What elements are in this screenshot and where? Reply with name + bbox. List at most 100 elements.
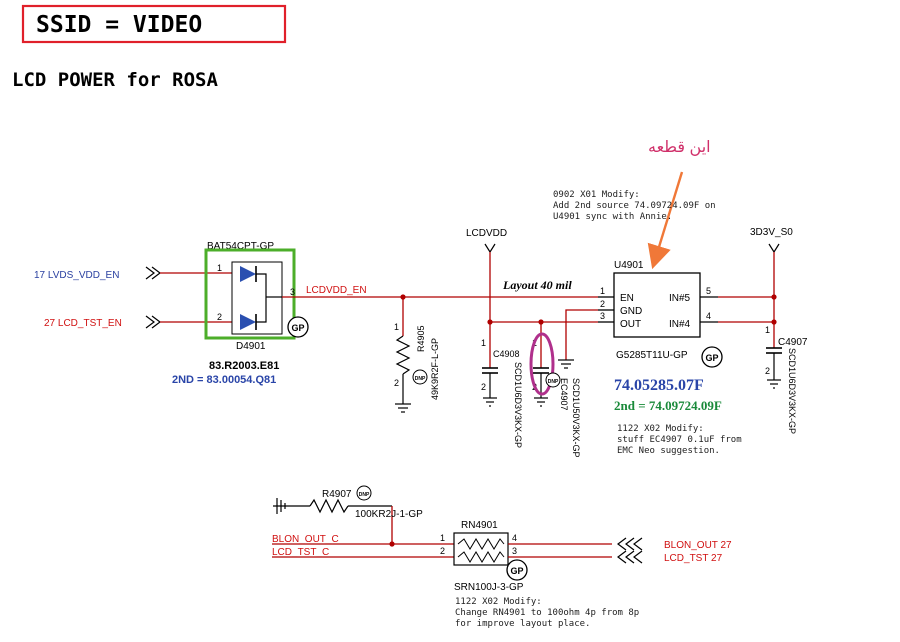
svg-text:GP: GP	[291, 323, 304, 333]
d4901-highlight	[204, 248, 296, 340]
capacitor-c4907: 1 2 C4907 SCD1U6D3V3KX-GP	[765, 322, 808, 434]
svg-text:IN#5: IN#5	[669, 293, 691, 304]
resistor-network-rn4901: RN4901 1 2 3 4 SRN100J-3-GP	[440, 520, 524, 593]
svg-text:2: 2	[481, 382, 486, 392]
lcdvdd-port-arrow	[484, 243, 496, 254]
svg-text:OUT: OUT	[620, 319, 641, 330]
net-3d3v-s0: 3D3V_S0	[750, 227, 793, 238]
d4901-second-source: 2ND = 83.00054.Q81	[172, 374, 276, 386]
net-blon-out-27: BLON_OUT 27	[664, 540, 732, 551]
svg-text:Change RN4901 to 100ohm 4p fro: Change RN4901 to 100ohm 4p from 8p	[455, 608, 639, 618]
layout-note: Layout 40 mil	[502, 278, 572, 292]
svg-text:3: 3	[512, 546, 517, 556]
gp-badge-d4901: GP	[287, 316, 309, 338]
resistor-r4905: 1 2 R4905 49K9R2F-L-GP	[394, 297, 440, 413]
svg-text:1: 1	[440, 533, 445, 543]
note1-line2: Add 2nd source 74.09724.09F on	[553, 201, 716, 211]
svg-text:1122 X02 Modify:: 1122 X02 Modify:	[455, 597, 542, 607]
d4901-pn: 83.R2003.E81	[209, 360, 279, 372]
modify-note-2: 1122 X02 Modify: stuff EC4907 0.1uF from…	[617, 424, 742, 456]
offpage-connector-2	[145, 315, 161, 329]
d4901-part: BAT54CPT-GP	[207, 241, 274, 252]
svg-text:5: 5	[706, 286, 711, 296]
svg-text:SRN100J-3-GP: SRN100J-3-GP	[454, 582, 524, 593]
dnp-badge-ec4907: DNP	[545, 372, 561, 388]
ic-u4901: U4901 1 2 3 EN GND OUT 5 4 IN#5 IN#4 G52…	[598, 260, 722, 413]
svg-text:DNP: DNP	[548, 379, 559, 385]
svg-text:SCD1U6D3V3KX-GP: SCD1U6D3V3KX-GP	[513, 362, 523, 448]
svg-text:SCD1U50V3KX-GP: SCD1U50V3KX-GP	[571, 378, 581, 458]
gp-badge-u4901: GP	[701, 346, 723, 368]
offpage-connector-3	[617, 537, 643, 551]
svg-text:2: 2	[765, 366, 770, 376]
d4901-ref: D4901	[236, 341, 266, 352]
svg-text:EN: EN	[620, 293, 634, 304]
svg-text:EC4907: EC4907	[559, 378, 569, 411]
net-lcd-tst-en: 27 LCD_TST_EN	[44, 318, 122, 329]
svg-text:SCD1U6D3V3KX-GP: SCD1U6D3V3KX-GP	[787, 348, 797, 434]
wire-u4901-gnd	[565, 309, 598, 360]
resistor-r4907: R4907 100KR2J-1-GP	[273, 489, 423, 544]
svg-text:3: 3	[600, 311, 605, 321]
svg-text:GP: GP	[510, 566, 523, 576]
svg-text:RN4901: RN4901	[461, 520, 498, 531]
modify-note-1: 0902 X01 Modify: Add 2nd source 74.09724…	[553, 190, 716, 222]
svg-text:GP: GP	[705, 353, 718, 363]
svg-text:1: 1	[765, 325, 770, 335]
svg-text:1: 1	[394, 322, 399, 332]
svg-text:C4907: C4907	[778, 337, 808, 348]
ec4907-highlight-ellipse	[529, 332, 555, 396]
svg-text:1: 1	[481, 338, 486, 348]
offpage-connector-1	[145, 266, 161, 280]
section-title: LCD POWER for ROSA	[12, 69, 218, 91]
diode-top-icon	[240, 266, 256, 282]
svg-text:IN#4: IN#4	[669, 319, 691, 330]
v3d3-port-arrow	[768, 243, 780, 254]
u4901-second-source: 2nd = 74.09724.09F	[614, 398, 722, 413]
u4901-ref: U4901	[614, 260, 644, 271]
gp-badge-rn4901: GP	[506, 559, 528, 581]
offpage-connector-4	[617, 550, 643, 564]
capacitor-ec4907: 1 2 EC4907 SCD1U50V3KX-GP	[532, 322, 581, 458]
net-lvds-vdd-en: 17 LVDS_VDD_EN	[34, 270, 119, 281]
svg-text:DNP: DNP	[359, 492, 370, 498]
svg-text:4: 4	[512, 533, 517, 543]
svg-text:2: 2	[600, 299, 605, 309]
svg-text:C4908: C4908	[493, 349, 520, 359]
svg-text:EMC Neo suggestion.: EMC Neo suggestion.	[617, 446, 720, 456]
u4901-part: G5285T11U-GP	[616, 350, 688, 361]
d4901-body	[231, 261, 283, 335]
d4901-pin3: 3	[290, 287, 295, 297]
svg-text:2: 2	[440, 546, 445, 556]
persian-annotation: این قطعه	[648, 139, 711, 157]
svg-text:R4905: R4905	[416, 325, 426, 352]
svg-text:for improve layout place.: for improve layout place.	[455, 619, 590, 629]
svg-text:4: 4	[706, 311, 711, 321]
diode-d4901: BAT54CPT-GP 1 2 3 D4901 83.R2003.E81 2ND…	[172, 241, 296, 386]
net-lcdvdd: LCDVDD	[466, 228, 507, 239]
ssid-label: SSID = VIDEO	[36, 12, 202, 38]
svg-text:2: 2	[394, 378, 399, 388]
diode-bottom-icon	[240, 314, 256, 330]
dnp-badge-r4907: DNP	[356, 485, 372, 501]
d4901-pin2: 2	[217, 312, 222, 322]
ssid-box	[21, 4, 287, 44]
d4901-pin1: 1	[217, 263, 222, 273]
note1-line3: U4901 sync with Annie.	[553, 212, 672, 222]
capacitor-c4908: 1 2 C4908 SCD1U6D3V3KX-GP	[481, 322, 523, 448]
svg-text:GND: GND	[620, 306, 642, 317]
annotation-arrow	[647, 171, 684, 270]
svg-text:stuff EC4907 0.1uF from: stuff EC4907 0.1uF from	[617, 435, 742, 445]
net-lcd-tst-27: LCD_TST 27	[664, 553, 723, 564]
svg-text:R4907: R4907	[322, 489, 352, 500]
dnp-badge-r4905: DNP	[412, 369, 428, 385]
note1-line1: 0902 X01 Modify:	[553, 190, 640, 200]
net-lcd-tst-c: LCD_TST_C	[272, 547, 329, 558]
net-blon-out-c: BLON_OUT_C	[272, 534, 339, 545]
svg-text:DNP: DNP	[415, 376, 426, 382]
u4901-pn: 74.05285.07F	[614, 377, 704, 394]
svg-text:1122 X02 Modify:: 1122 X02 Modify:	[617, 424, 704, 434]
svg-text:100KR2J-1-GP: 100KR2J-1-GP	[355, 509, 423, 520]
modify-note-3: 1122 X02 Modify: Change RN4901 to 100ohm…	[455, 597, 639, 629]
